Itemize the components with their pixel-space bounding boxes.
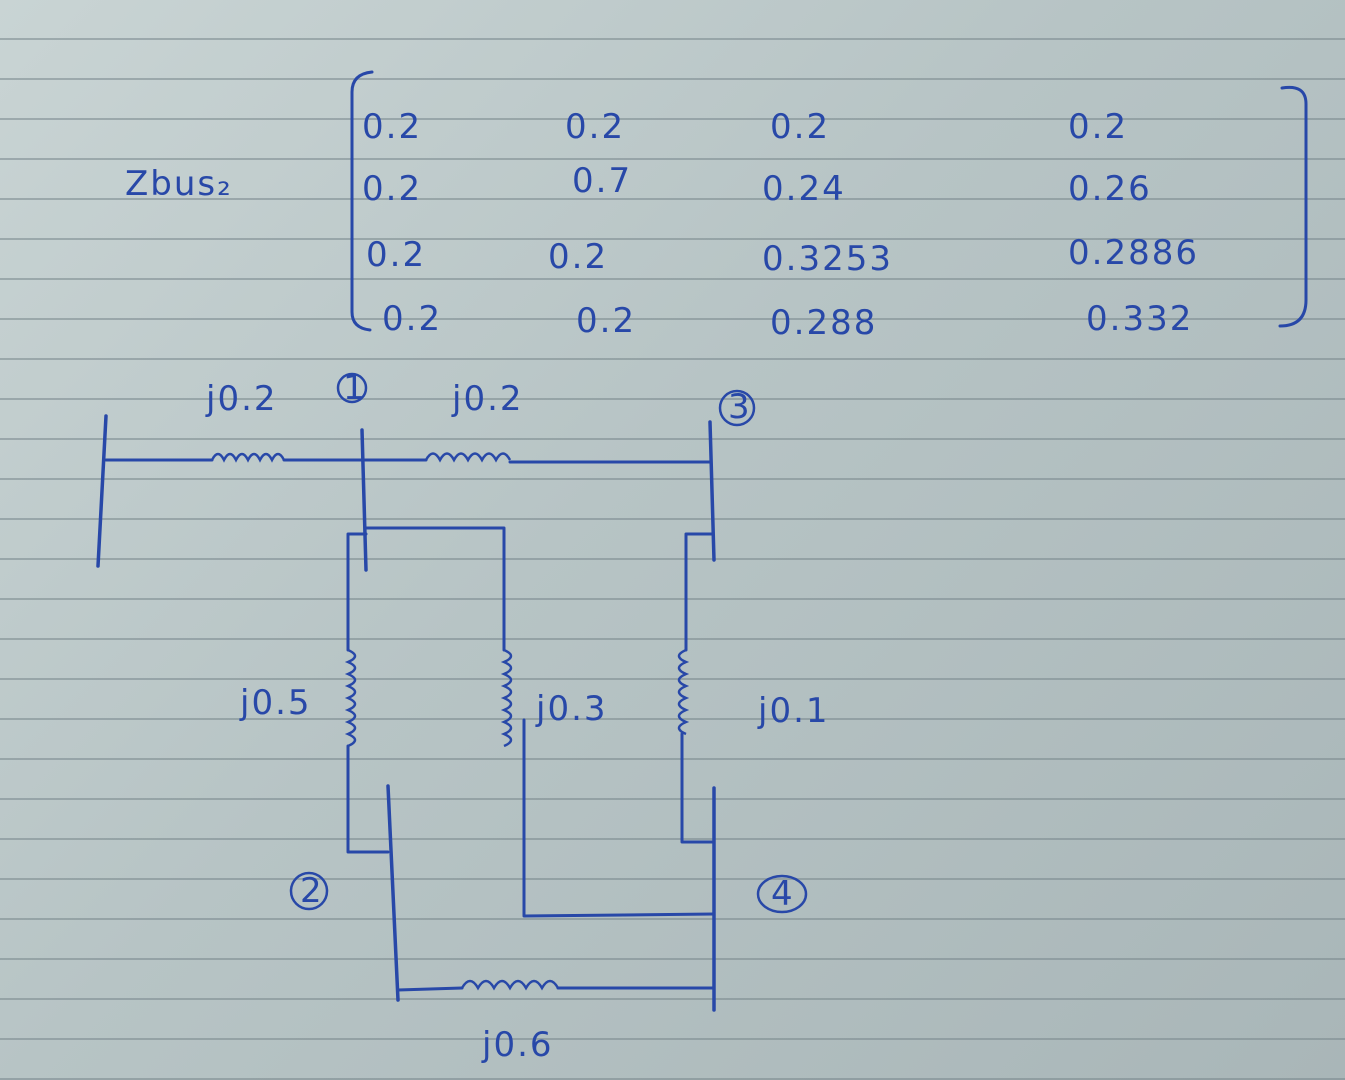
matrix-cell: 0.7 bbox=[572, 161, 632, 201]
matrix-cell: 0.2 bbox=[382, 299, 442, 339]
impedance-label: j0.2 bbox=[205, 379, 278, 419]
matrix-cell: 0.2 bbox=[576, 301, 636, 341]
bus-4-marker bbox=[756, 874, 808, 914]
matrix-cell: 0.332 bbox=[1086, 299, 1193, 339]
matrix-cell: 0.2 bbox=[362, 169, 422, 209]
bus-3-label: 3 bbox=[728, 387, 752, 427]
matrix-cell: 0.24 bbox=[762, 169, 846, 209]
branch-bus3-bus4: j0.1 bbox=[677, 532, 830, 844]
bus-4-label: 4 bbox=[771, 874, 795, 914]
matrix-cell: 0.2 bbox=[565, 107, 625, 147]
matrix-cell: 0.26 bbox=[1068, 169, 1152, 209]
matrix-right-bracket bbox=[1278, 85, 1308, 328]
bus-2-bar bbox=[386, 784, 400, 1002]
bus-2-marker bbox=[289, 871, 329, 911]
impedance-label: j0.3 bbox=[535, 689, 608, 729]
matrix-cell: 0.2 bbox=[1068, 107, 1128, 147]
bus-3-marker bbox=[718, 389, 756, 427]
branch-bus1-bus2: j0.5 bbox=[239, 532, 390, 854]
zbus-matrix: 0.2 0.2 0.2 0.2 0.2 0.7 0.24 0.26 0.2 0.… bbox=[362, 107, 1199, 343]
matrix-cell: 0.3253 bbox=[762, 239, 893, 279]
impedance-label: j0.6 bbox=[481, 1025, 554, 1065]
bus-1-marker bbox=[336, 372, 368, 404]
branch-bus1-bus3: j0.2 bbox=[360, 379, 712, 464]
matrix-left-bracket bbox=[350, 70, 374, 332]
matrix-cell: 0.2 bbox=[362, 107, 422, 147]
bus-3-bar bbox=[708, 420, 716, 562]
bus-1-label: 1 bbox=[343, 368, 367, 408]
branch-bus1-bus4: j0.3 bbox=[364, 526, 716, 918]
branch-bus2-bus4: j0.6 bbox=[396, 979, 716, 1065]
bus-2-label: 2 bbox=[300, 871, 324, 911]
reference-bus bbox=[96, 414, 108, 568]
zbus-label: Zbus₂ bbox=[125, 164, 233, 204]
impedance-label: j0.2 bbox=[451, 379, 524, 419]
matrix-cell: 0.2 bbox=[366, 235, 426, 275]
matrix-cell: 0.2 bbox=[548, 237, 608, 277]
bus-1-bar bbox=[360, 428, 368, 572]
impedance-label: j0.5 bbox=[239, 683, 312, 723]
impedance-label: j0.1 bbox=[757, 691, 830, 731]
matrix-cell: 0.288 bbox=[770, 303, 877, 343]
matrix-cell: 0.2 bbox=[770, 107, 830, 147]
branch-ref-bus1: j0.2 bbox=[104, 379, 364, 463]
matrix-cell: 0.2886 bbox=[1068, 233, 1199, 273]
